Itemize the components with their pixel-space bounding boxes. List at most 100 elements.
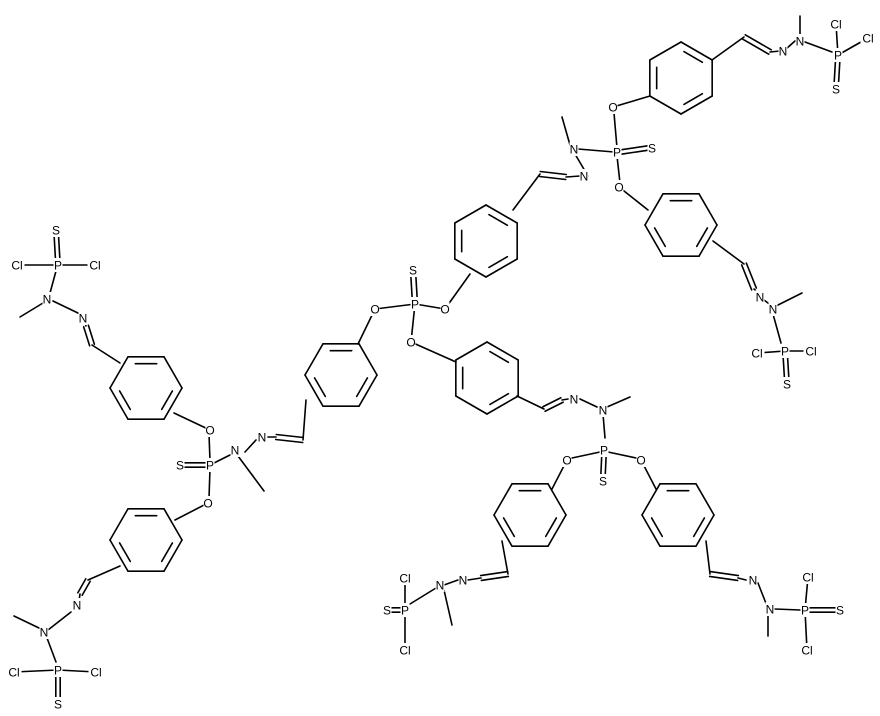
atom-background <box>833 48 843 62</box>
atom-background <box>569 392 579 406</box>
atom-background <box>612 145 622 159</box>
atom-label-cl: Cl <box>89 259 100 273</box>
atom-label-cl: Cl <box>862 32 873 46</box>
atom-label-s: S <box>599 475 607 489</box>
bond <box>358 343 378 376</box>
bond <box>493 514 513 547</box>
atom-background <box>53 663 63 677</box>
bond <box>602 413 606 439</box>
atom-background <box>569 142 579 156</box>
bond <box>163 356 183 389</box>
bond <box>87 565 121 581</box>
atom-label-n: N <box>40 626 49 640</box>
atom-label-o: O <box>614 181 623 195</box>
bond <box>160 542 174 563</box>
bond <box>480 575 510 582</box>
bond <box>618 186 649 211</box>
atom-label-p: P <box>411 298 419 312</box>
bond <box>237 455 265 492</box>
bond <box>606 396 631 408</box>
bond <box>712 240 745 265</box>
bond <box>455 341 488 361</box>
atom-label-n: N <box>73 599 82 613</box>
atom-background <box>768 302 778 316</box>
atom-label-cl: Cl <box>830 18 841 32</box>
bond <box>358 374 378 407</box>
atom-label-n: N <box>749 574 758 588</box>
atom-label-s: S <box>409 264 417 278</box>
bond <box>213 454 231 464</box>
bond <box>516 395 545 410</box>
atom-background <box>562 453 572 467</box>
atom-background <box>598 403 608 417</box>
bond <box>644 224 664 257</box>
bond <box>683 50 704 64</box>
atom-label-p: P <box>834 49 842 63</box>
bond <box>705 540 711 575</box>
atom-background <box>408 263 418 277</box>
atom-label-o: O <box>562 454 571 468</box>
bond <box>443 579 459 586</box>
atom-background <box>9 258 25 272</box>
atom-label-p: P <box>600 444 608 458</box>
atom-background <box>599 443 609 457</box>
bond <box>547 483 567 516</box>
atom-background <box>51 223 61 237</box>
bond <box>409 587 437 605</box>
atom-label-cl: Cl <box>805 345 816 359</box>
bond <box>118 390 132 411</box>
bond <box>649 41 682 61</box>
bond <box>698 193 718 226</box>
bond <box>455 395 488 415</box>
bond <box>479 570 509 577</box>
atom-background <box>831 82 841 96</box>
bond <box>87 324 96 346</box>
bond <box>274 438 304 444</box>
atom-label-cl: Cl <box>90 666 101 680</box>
atom-background <box>803 344 819 358</box>
atom-label-s: S <box>783 378 791 392</box>
bond <box>644 193 664 226</box>
atom-label-s: S <box>52 224 60 238</box>
atom-label-s: S <box>383 604 391 618</box>
bond <box>313 377 327 398</box>
bond <box>680 95 713 115</box>
atom-label-n: N <box>459 574 468 588</box>
bond <box>501 540 509 575</box>
bond <box>737 577 747 581</box>
atom-background <box>458 573 468 587</box>
bond <box>547 514 567 547</box>
bond <box>486 341 519 361</box>
atom-background <box>440 302 450 316</box>
bond <box>443 589 453 626</box>
atom-label-o: O <box>406 336 415 350</box>
atom-label-o: O <box>608 101 617 115</box>
bond <box>649 95 682 115</box>
bond <box>561 398 569 401</box>
bond <box>13 615 40 629</box>
bond <box>571 451 601 459</box>
bond <box>561 116 571 146</box>
bond <box>538 175 567 181</box>
atom-background <box>203 496 213 510</box>
bond <box>109 387 129 420</box>
bond <box>641 483 661 516</box>
bond <box>613 112 618 149</box>
bond <box>769 50 781 53</box>
bond <box>620 149 650 155</box>
atom-label-o: O <box>205 424 214 438</box>
atom-label-n: N <box>756 291 765 305</box>
bond <box>302 399 307 441</box>
atom-label-cl: Cl <box>399 644 410 658</box>
bond-layer <box>13 15 869 705</box>
atom-background <box>748 573 758 587</box>
atom-label-p: P <box>401 604 409 618</box>
atom-background <box>87 258 103 272</box>
bond <box>454 258 487 278</box>
bond <box>804 41 833 53</box>
bond <box>741 38 770 55</box>
bond <box>486 395 519 415</box>
bond <box>744 34 773 51</box>
bond <box>485 204 518 224</box>
